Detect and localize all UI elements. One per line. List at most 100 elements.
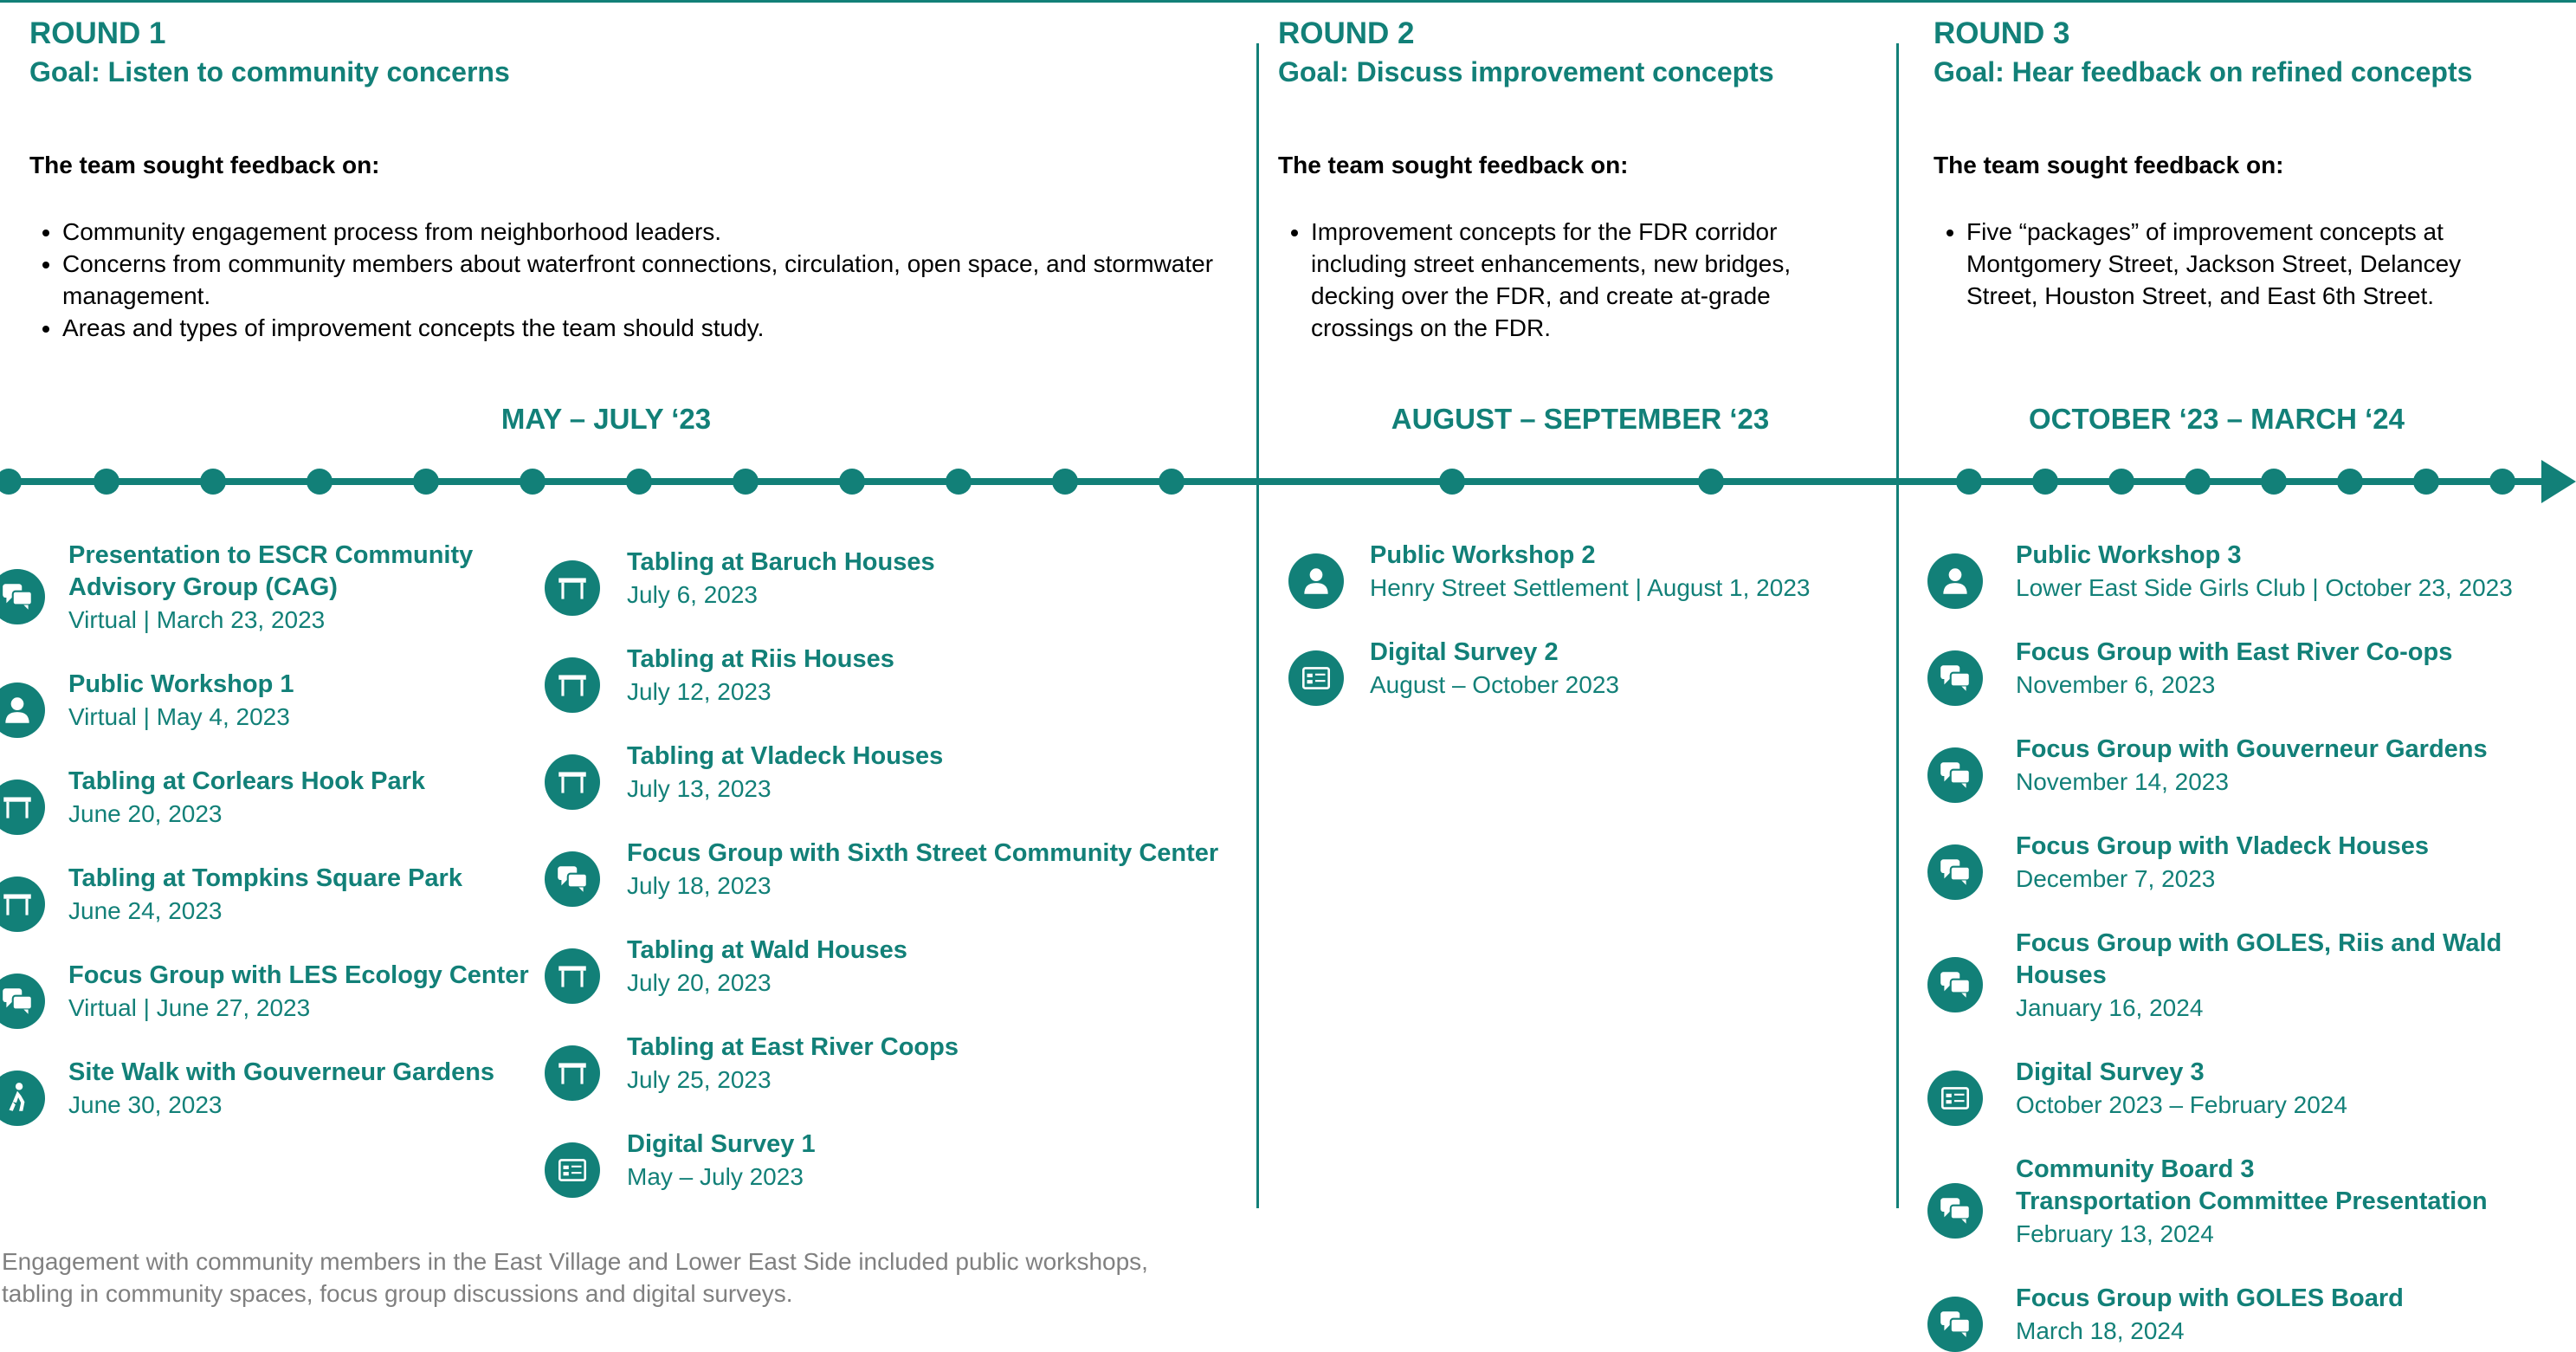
event-title: Presentation to ESCR Community [68, 541, 474, 569]
event-title: Public Workshop 3 [2016, 541, 2242, 569]
timeline-dot [520, 469, 546, 495]
chat-icon [1927, 844, 1983, 900]
round-1-sought: The team sought feedback on: [29, 152, 380, 178]
round-2-period: AUGUST – SEPTEMBER ‘23 [1391, 403, 1770, 435]
event-title: Tabling at Corlears Hook Park [68, 767, 426, 795]
event-subtitle: November 6, 2023 [2016, 671, 2216, 698]
event-title-line2: Houses [2016, 961, 2107, 989]
round-1-bullets: Community engagement process from neighb… [29, 216, 1223, 344]
event-title: Focus Group with Vladeck Houses [2016, 832, 2429, 860]
timeline-dot [2413, 469, 2439, 495]
timeline-dot [94, 469, 119, 495]
timeline-dot [1052, 469, 1078, 495]
timeline-dot [1956, 469, 1982, 495]
round-3-bullets: Five “packages” of improvement concepts … [1934, 216, 2538, 312]
table-icon [0, 780, 45, 835]
event-subtitle: July 18, 2023 [627, 872, 772, 899]
bullet-item: Improvement concepts for the FDR corrido… [1311, 216, 1865, 344]
table-icon [545, 754, 600, 810]
round-3-sought: The team sought feedback on: [1934, 152, 2284, 178]
event-title: Focus Group with Gouverneur Gardens [2016, 735, 2488, 763]
event-title: Tabling at Tompkins Square Park [68, 864, 462, 892]
event-subtitle: July 12, 2023 [627, 678, 772, 705]
event-title: Public Workshop 1 [68, 670, 294, 698]
event-subtitle: August – October 2023 [1370, 671, 1619, 698]
timeline-dot [2108, 469, 2134, 495]
event-title-line2: Transportation Committee Presentation [2016, 1187, 2488, 1215]
chat-icon [0, 569, 45, 624]
timeline-dot [307, 469, 332, 495]
timeline-dot [839, 469, 865, 495]
event-subtitle: June 24, 2023 [68, 897, 223, 924]
event-title: Tabling at East River Coops [627, 1033, 959, 1061]
timeline-dot [946, 469, 972, 495]
event-subtitle: May – July 2023 [627, 1163, 804, 1190]
event-subtitle: Virtual | May 4, 2023 [68, 703, 290, 730]
timeline-dot [413, 469, 439, 495]
table-icon [0, 877, 45, 932]
timeline-dot [733, 469, 759, 495]
table-icon [545, 1045, 600, 1101]
person-icon [1288, 553, 1344, 609]
bullet-item: Areas and types of improvement concepts … [62, 312, 1223, 344]
event-subtitle: June 20, 2023 [68, 800, 223, 827]
event-title: Focus Group with Sixth Street Community … [627, 839, 1219, 867]
timeline-dot [0, 469, 22, 495]
event-subtitle: November 14, 2023 [2016, 768, 2229, 795]
timeline-dot [2185, 469, 2211, 495]
event-title: Focus Group with LES Ecology Center [68, 961, 529, 989]
event-subtitle: July 25, 2023 [627, 1066, 772, 1093]
walking-icon [0, 1071, 45, 1126]
bullet-item: Concerns from community members about wa… [62, 248, 1223, 312]
event-title: Digital Survey 2 [1370, 638, 1559, 666]
chat-icon [1927, 1297, 1983, 1352]
round-3-period: OCTOBER ‘23 – MARCH ‘24 [2029, 403, 2405, 435]
survey-icon [1927, 1071, 1983, 1126]
survey-icon [545, 1142, 600, 1198]
round-2-bullets: Improvement concepts for the FDR corrido… [1278, 216, 1865, 344]
event-title: Community Board 3 [2016, 1155, 2255, 1183]
event-subtitle: December 7, 2023 [2016, 865, 2216, 892]
event-subtitle: Lower East Side Girls Club | October 23,… [2016, 574, 2513, 601]
round-divider-1-2 [1256, 43, 1259, 1208]
chat-icon [0, 974, 45, 1029]
round-divider-2-3 [1896, 43, 1899, 1208]
person-icon [1927, 553, 1983, 609]
survey-icon [1288, 650, 1344, 706]
event-title: Public Workshop 2 [1370, 541, 1596, 569]
event-subtitle: January 16, 2024 [2016, 994, 2204, 1021]
timeline-dot [1698, 469, 1724, 495]
event-title: Site Walk with Gouverneur Gardens [68, 1058, 495, 1086]
timeline-dot [2489, 469, 2515, 495]
event-subtitle: June 30, 2023 [68, 1091, 223, 1118]
event-subtitle: Virtual | March 23, 2023 [68, 606, 326, 633]
event-title: Tabling at Baruch Houses [627, 548, 935, 576]
top-rule [0, 0, 2576, 3]
chat-icon [1927, 747, 1983, 803]
event-subtitle: October 2023 – February 2024 [2016, 1091, 2347, 1118]
event-title: Digital Survey 1 [627, 1130, 816, 1158]
round-2-sought: The team sought feedback on: [1278, 152, 1629, 178]
timeline-dot [2337, 469, 2363, 495]
table-icon [545, 657, 600, 713]
event-title: Focus Group with GOLES Board [2016, 1284, 2404, 1312]
event-subtitle: July 20, 2023 [627, 969, 772, 996]
event-title: Tabling at Wald Houses [627, 936, 907, 964]
event-subtitle: Henry Street Settlement | August 1, 2023 [1370, 574, 1811, 601]
chat-icon [1927, 957, 1983, 1012]
round-1-label: ROUND 1 [29, 16, 166, 50]
chat-icon [1927, 650, 1983, 706]
round-1-goal: Goal: Listen to community concerns [29, 56, 510, 87]
round-1-period: MAY – JULY ‘23 [500, 403, 712, 435]
event-title: Tabling at Riis Houses [627, 645, 894, 673]
person-icon [0, 682, 45, 738]
round-3-label: ROUND 3 [1934, 16, 2070, 50]
event-subtitle: February 13, 2024 [2016, 1220, 2214, 1247]
timeline-dot [2032, 469, 2058, 495]
event-title: Digital Survey 3 [2016, 1058, 2205, 1086]
event-title-line2: Advisory Group (CAG) [68, 573, 338, 601]
timeline-dot [2261, 469, 2287, 495]
chat-icon [1927, 1183, 1983, 1239]
bullet-item: Five “packages” of improvement concepts … [1966, 216, 2538, 312]
chat-icon [545, 851, 600, 907]
